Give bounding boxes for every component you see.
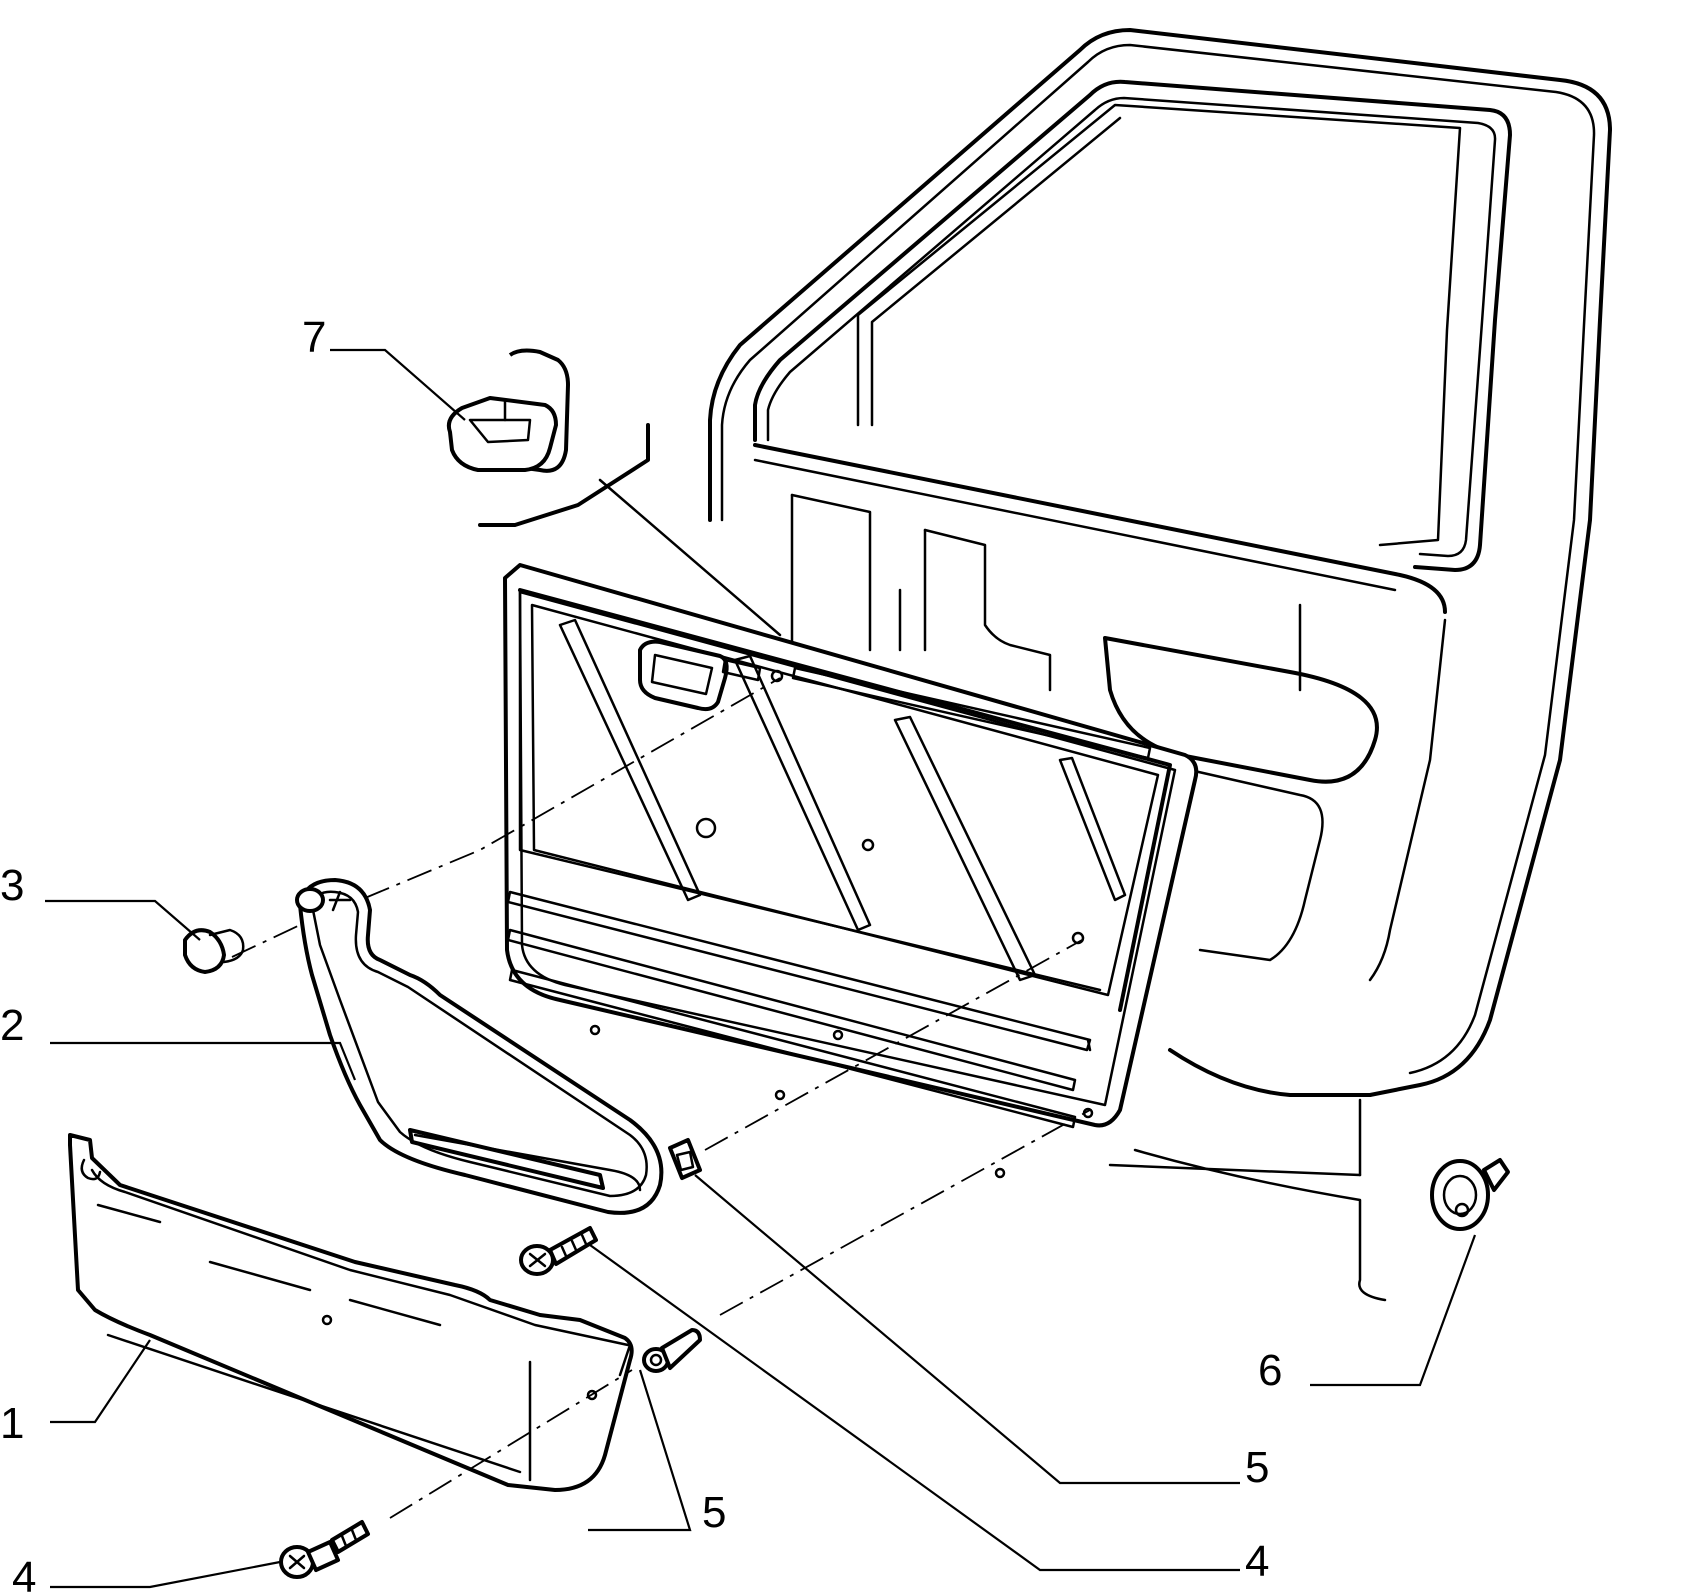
screw-part-4-upper: [519, 1226, 598, 1276]
screw-part-4-lower: [279, 1520, 370, 1579]
callout-6: 6: [1258, 1346, 1282, 1395]
lower-pocket-part-1: [68, 1133, 634, 1492]
trim-panel: [503, 563, 1199, 1179]
leader-lines: [45, 348, 1477, 1589]
bracket-edge-2: [598, 478, 782, 637]
callout-5-bottom: 5: [702, 1488, 726, 1537]
callout-3: 3: [0, 861, 24, 910]
assembly-lines: [231, 677, 1091, 1519]
callout-7: 7: [302, 313, 326, 362]
callouts: 1 2 3 4 4 5 5 6 7: [0, 313, 1282, 1596]
callout-4-left: 4: [12, 1553, 36, 1596]
nut-part-5-square: [668, 1138, 702, 1180]
callout-2: 2: [0, 1001, 24, 1050]
plug-part-3: [183, 928, 245, 974]
rivet-part-5: [642, 1328, 702, 1373]
bracket-edge: [478, 423, 650, 527]
clip-part-7: [446, 348, 570, 473]
door-shell: [708, 28, 1612, 1302]
callout-1: 1: [0, 1399, 24, 1448]
callout-4-right: 4: [1245, 1537, 1269, 1586]
callout-5-right: 5: [1245, 1443, 1269, 1492]
push-clip-part-6: [1430, 1158, 1510, 1231]
